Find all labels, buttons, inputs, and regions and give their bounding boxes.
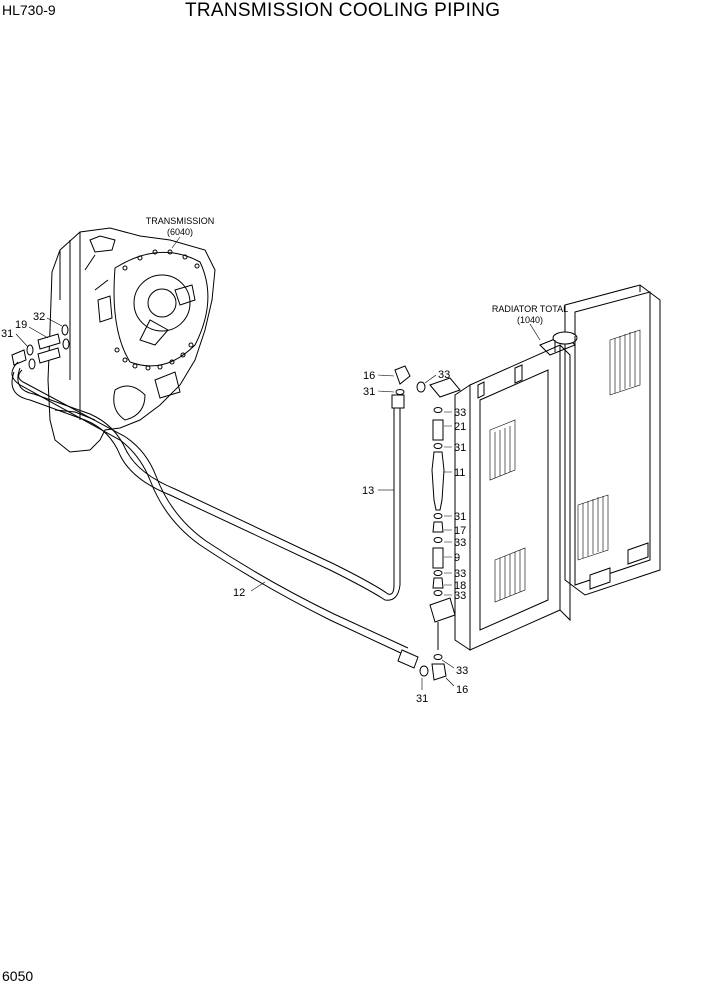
transmission-drawing xyxy=(47,227,216,453)
callout-31: 31 xyxy=(363,386,375,398)
page-title: TRANSMISSION COOLING PIPING xyxy=(185,0,501,21)
callout-11: 11 xyxy=(454,467,465,479)
callout-31: 31 xyxy=(454,442,466,454)
callout-13: 13 xyxy=(362,485,374,497)
radiator-ref: (1040) xyxy=(517,315,543,325)
callout-12: 12 xyxy=(233,587,245,599)
callout-21: 21 xyxy=(454,421,466,433)
page-number: 6050 xyxy=(2,968,34,984)
transmission-label: TRANSMISSION xyxy=(146,216,215,226)
callout-31: 31 xyxy=(1,328,13,340)
callout-9: 9 xyxy=(454,552,460,564)
callout-33: 33 xyxy=(454,407,466,419)
transmission-fittings xyxy=(11,324,70,370)
callout-33: 33 xyxy=(438,369,450,381)
callout-31: 31 xyxy=(416,693,428,705)
callout-32: 32 xyxy=(33,311,45,323)
callout-16: 16 xyxy=(456,684,468,696)
leader-lines xyxy=(15,236,541,690)
hose-12 xyxy=(11,361,419,669)
callout-31: 31 xyxy=(454,511,466,523)
model-number: HL730-9 xyxy=(2,2,56,18)
hose-13 xyxy=(11,367,405,601)
callout-33: 33 xyxy=(454,537,466,549)
callout-19: 19 xyxy=(15,319,27,331)
callout-33: 33 xyxy=(454,590,466,602)
callout-33: 33 xyxy=(454,568,466,580)
callout-17: 17 xyxy=(454,525,466,537)
fitting-stack xyxy=(394,365,447,681)
radiator-label: RADIATOR TOTAL xyxy=(492,304,568,314)
transmission-ref: (6040) xyxy=(167,227,193,237)
callout-16: 16 xyxy=(363,370,375,382)
callout-33: 33 xyxy=(456,665,468,677)
callout-18: 18 xyxy=(454,580,466,592)
radiator-drawing xyxy=(429,284,661,651)
